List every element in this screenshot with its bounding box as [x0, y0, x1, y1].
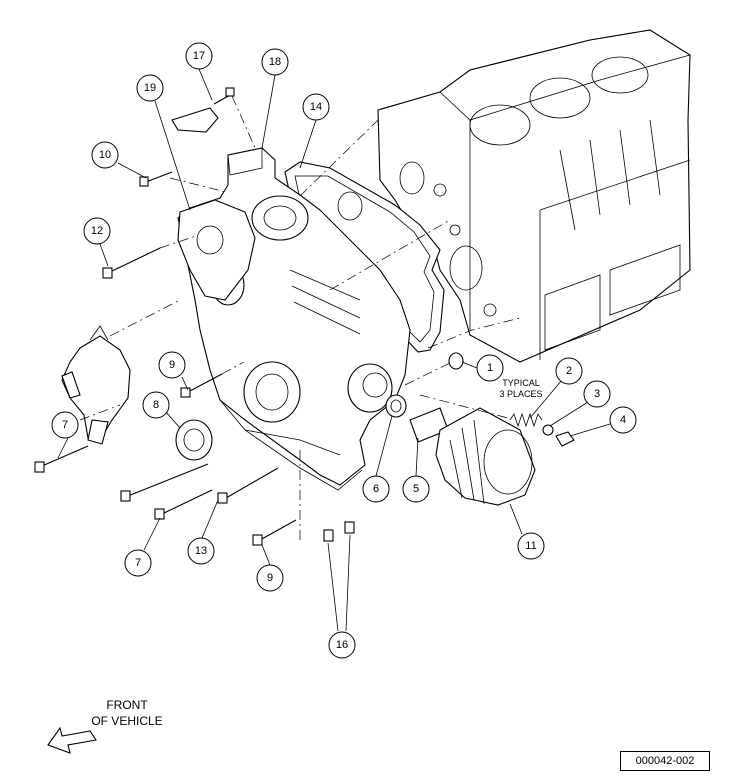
- svg-text:OF VEHICLE: OF VEHICLE: [91, 714, 162, 728]
- callout-17: 17: [185, 42, 213, 70]
- bolt-13: [217, 467, 279, 504]
- leader-lines: [57, 68, 611, 632]
- relief-valve-plug: [555, 431, 575, 447]
- svg-text:1: 1: [487, 362, 493, 374]
- svg-text:5: 5: [413, 483, 419, 495]
- svg-text:7: 7: [135, 557, 141, 569]
- relief-valve-ball: [542, 424, 554, 436]
- svg-text:6: 6: [373, 483, 379, 495]
- svg-text:18: 18: [269, 56, 281, 68]
- bolt-7-left: [34, 445, 89, 473]
- svg-text:10: 10: [99, 149, 111, 161]
- o-ring-1: [448, 352, 464, 370]
- svg-text:2: 2: [566, 365, 572, 377]
- callout-10: 10: [91, 141, 119, 169]
- svg-text:FRONT: FRONT: [106, 698, 148, 712]
- svg-text:3: 3: [594, 388, 600, 400]
- svg-text:13: 13: [195, 545, 207, 557]
- callout-13: 13: [187, 537, 215, 565]
- typical-note: TYPICAL 3 PLACES: [499, 378, 542, 399]
- callout-3: 3: [583, 380, 611, 408]
- front-arrow-icon: [47, 726, 97, 754]
- water-pump: [61, 325, 131, 445]
- bolt-9-upper: [180, 373, 223, 398]
- dowel-pins: [323, 521, 355, 542]
- svg-text:19: 19: [144, 82, 156, 94]
- callout-12: 12: [83, 217, 111, 245]
- svg-text:12: 12: [91, 225, 103, 237]
- svg-text:3 PLACES: 3 PLACES: [499, 389, 542, 399]
- callout-9-upper: 9: [158, 351, 186, 379]
- oil-filter: [435, 407, 536, 506]
- oil-seal: [175, 419, 213, 461]
- engine-block: [377, 29, 691, 363]
- relief-valve-spring: [509, 412, 543, 428]
- alignment-lines: [79, 95, 521, 540]
- svg-text:4: 4: [620, 414, 626, 426]
- figure-code: 000042-002: [620, 751, 710, 771]
- callout-7-left: 7: [51, 411, 79, 439]
- svg-text:17: 17: [193, 50, 205, 62]
- svg-text:8: 8: [153, 399, 159, 411]
- callout-18: 18: [261, 48, 289, 76]
- callout-4: 4: [609, 406, 637, 434]
- svg-text:TYPICAL: TYPICAL: [502, 378, 540, 388]
- callout-11: 11: [517, 532, 545, 560]
- callout-19: 19: [136, 74, 164, 102]
- callout-7-lower: 7: [124, 549, 152, 577]
- callout-8: 8: [142, 391, 170, 419]
- callout-9-lower: 9: [256, 564, 284, 592]
- bolt-7-lower-b: [154, 489, 213, 520]
- callout-6: 6: [362, 475, 390, 503]
- callout-5: 5: [402, 475, 430, 503]
- callout-1: 1: [476, 354, 504, 382]
- svg-text:9: 9: [169, 359, 175, 371]
- svg-text:16: 16: [336, 639, 348, 651]
- callout-14: 14: [302, 93, 330, 121]
- front-of-vehicle-indicator: FRONT OF VEHICLE: [47, 698, 163, 754]
- bolt-7-lower-a: [120, 463, 209, 502]
- svg-text:11: 11: [525, 540, 536, 552]
- svg-text:9: 9: [267, 572, 273, 584]
- bolt-10: [139, 171, 173, 187]
- o-ring-6: [385, 394, 407, 418]
- bolt-12: [102, 247, 161, 279]
- svg-text:7: 7: [62, 419, 68, 431]
- svg-text:14: 14: [310, 101, 322, 113]
- bolt-17: [213, 87, 235, 105]
- water-pump-flange: [177, 199, 256, 301]
- bolt-9-lower: [252, 519, 297, 546]
- callout-16: 16: [328, 631, 356, 659]
- bracket: [171, 107, 219, 133]
- callout-2: 2: [555, 357, 583, 385]
